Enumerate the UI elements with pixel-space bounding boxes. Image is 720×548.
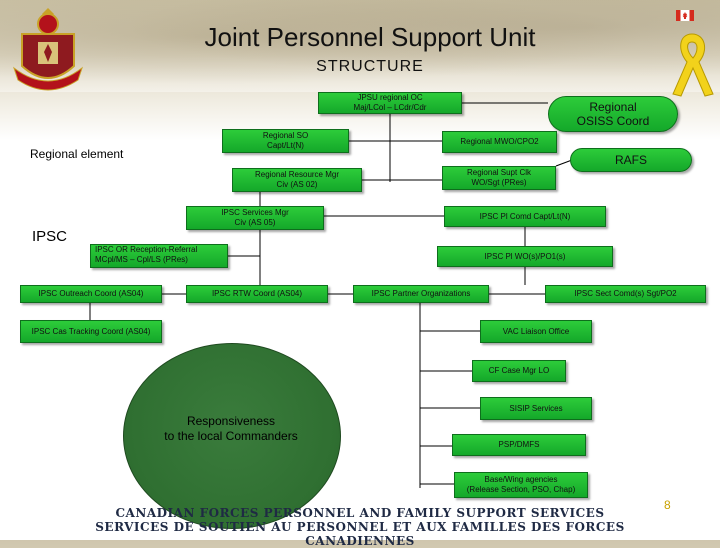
- psp-dmfs-box: PSP/DMFS: [452, 434, 586, 456]
- ipsc-rtw-box: IPSC RTW Coord (AS04): [186, 285, 328, 303]
- unit-crest-icon: [13, 8, 83, 91]
- jpsu-regional-oc-box: JPSU regional OC Maj/LCol – LCdr/Cdr: [318, 92, 462, 114]
- ipsc-pl-comd-box: IPSC Pl Comd Capt/Lt(N): [444, 206, 606, 227]
- header-banner: [0, 0, 720, 92]
- rafs-pill: RAFS: [570, 148, 692, 172]
- circle-line2: to the local Commanders: [164, 429, 298, 443]
- ipsc-cas-tracking-box: IPSC Cas Tracking Coord (AS04): [20, 320, 162, 343]
- ipsc-pl-wo-box: IPSC Pl WO(s)/PO1(s): [437, 246, 613, 267]
- services-mgr-rank: Civ (AS 05): [234, 218, 276, 227]
- osiss-line1: Regional: [589, 100, 637, 114]
- ipsc-services-mgr-box: IPSC Services Mgr Civ (AS 05): [186, 206, 324, 230]
- ipsc-label: IPSC: [32, 228, 68, 245]
- jpsu-oc-title: JPSU regional OC: [357, 93, 423, 102]
- supt-clk-rank: WO/Sgt (PRes): [471, 178, 527, 187]
- ipsc-outreach-box: IPSC Outreach Coord (AS04): [20, 285, 162, 303]
- sect-comd-text: IPSC Sect Comd(s) Sgt/PO2: [574, 289, 677, 298]
- regional-supt-clk-box: Regional Supt Clk WO/Sgt (PRes): [442, 166, 556, 190]
- rtw-text: IPSC RTW Coord (AS04): [211, 289, 303, 298]
- jpsu-oc-rank: Maj/LCol – LCdr/Cdr: [353, 103, 427, 112]
- sisip-text: SISIP Services: [509, 403, 563, 413]
- cas-tracking-text: IPSC Cas Tracking Coord (AS04): [31, 326, 151, 336]
- osiss-line2: OSISS Coord: [576, 114, 650, 128]
- page-number: 8: [664, 498, 671, 512]
- footer-french: SERVICES DE SOUTIEN AU PERSONNEL ET AUX …: [95, 520, 625, 548]
- regional-so-box: Regional SO Capt/Lt(N): [222, 129, 349, 153]
- vac-liaison-box: VAC Liaison Office: [480, 320, 592, 343]
- cf-case-mgr-box: CF Case Mgr LO: [472, 360, 566, 382]
- regional-so-title: Regional SO: [262, 131, 309, 140]
- regional-so-rank: Capt/Lt(N): [267, 141, 304, 150]
- pl-comd-text: IPSC Pl Comd Capt/Lt(N): [479, 211, 571, 221]
- sisip-services-box: SISIP Services: [480, 397, 592, 420]
- base-wing-agencies-box: Base/Wing agencies (Release Section, PSO…: [454, 472, 588, 498]
- base-wing-line1: Base/Wing agencies: [484, 475, 558, 484]
- services-mgr-title: IPSC Services Mgr: [221, 208, 289, 217]
- canada-flag-icon: [676, 10, 694, 21]
- circle-line1: Responsiveness: [186, 414, 276, 428]
- page-subtitle: STRUCTURE: [316, 58, 424, 75]
- ipsc-partner-orgs-box: IPSC Partner Organizations: [353, 285, 489, 303]
- regional-mwo-box: Regional MWO/CPO2: [442, 131, 557, 153]
- regional-resource-mgr-box: Regional Resource Mgr Civ (AS 02): [232, 168, 362, 192]
- vac-liaison-text: VAC Liaison Office: [502, 326, 570, 336]
- regional-element-label: Regional element: [30, 147, 124, 161]
- resource-mgr-rank: Civ (AS 02): [276, 180, 318, 189]
- footer-english: CANADIAN FORCES PERSONNEL AND FAMILY SUP…: [115, 506, 605, 520]
- yellow-ribbon-icon: [672, 33, 714, 97]
- osiss-coord-pill: Regional OSISS Coord: [548, 96, 678, 132]
- outreach-text: IPSC Outreach Coord (AS04): [38, 289, 144, 298]
- or-referral-title: IPSC OR Reception-Referral: [95, 245, 198, 254]
- ipsc-sect-comd-box: IPSC Sect Comd(s) Sgt/PO2: [545, 285, 706, 303]
- ipsc-or-referral-box: IPSC OR Reception-Referral MCpl/MS – Cpl…: [90, 244, 228, 268]
- responsiveness-circle: [123, 343, 341, 529]
- rafs-text: RAFS: [614, 153, 647, 167]
- pl-wo-text: IPSC Pl WO(s)/PO1(s): [484, 251, 566, 261]
- partner-orgs-text: IPSC Partner Organizations: [371, 289, 471, 298]
- responsiveness-text: Responsiveness to the local Commanders: [133, 414, 329, 444]
- regional-mwo-text: Regional MWO/CPO2: [460, 137, 539, 146]
- resource-mgr-title: Regional Resource Mgr: [254, 170, 340, 179]
- page-title: Joint Personnel Support Unit: [204, 22, 536, 52]
- cf-case-mgr-text: CF Case Mgr LO: [488, 366, 550, 375]
- or-referral-rank: MCpl/MS – Cpl/LS (PRes): [95, 255, 188, 264]
- base-wing-line2: (Release Section, PSO, Chap): [466, 485, 576, 494]
- psp-dmfs-text: PSP/DMFS: [498, 440, 540, 449]
- supt-clk-title: Regional Supt Clk: [466, 168, 532, 177]
